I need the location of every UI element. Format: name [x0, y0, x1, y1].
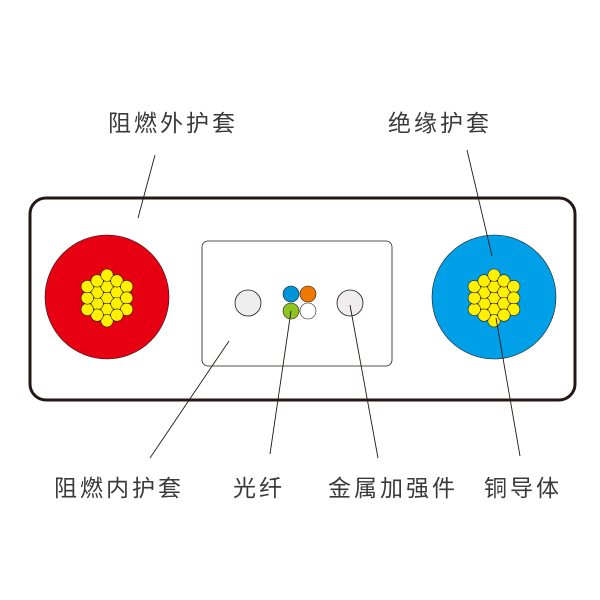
copper-strand	[507, 280, 521, 294]
copper-strand	[487, 268, 501, 282]
copper-strand	[507, 291, 521, 305]
label-optical-fiber: 光纤	[233, 476, 285, 502]
copper-strand	[497, 308, 511, 322]
copper-strand	[120, 291, 134, 305]
copper-strand	[467, 280, 481, 294]
copper-strand	[120, 302, 134, 316]
inner-sheath	[201, 240, 393, 367]
leader-insulation	[466, 149, 493, 257]
copper-strand	[110, 308, 124, 322]
label-strength-member: 金属加强件	[328, 476, 458, 502]
copper-strand	[477, 308, 491, 322]
copper-strand	[100, 314, 114, 328]
label-outer-sheath: 阻燃外护套	[108, 111, 238, 137]
label-insulation: 绝缘护套	[388, 111, 492, 137]
leader-copper-conductor	[495, 317, 521, 457]
strength-member-right	[336, 289, 364, 317]
copper-strand	[80, 291, 94, 305]
right-conductor	[431, 234, 557, 360]
leader-outer-sheath	[137, 154, 156, 219]
copper-strand	[90, 274, 104, 288]
copper-strand	[80, 280, 94, 294]
copper-strand	[90, 308, 104, 322]
fiber-white	[299, 302, 317, 320]
label-copper-conductor: 铜导体	[484, 476, 562, 502]
copper-strand	[507, 302, 521, 316]
fiber-orange	[299, 285, 317, 303]
copper-strand	[100, 268, 114, 282]
copper-strand	[110, 274, 124, 288]
copper-strand	[497, 274, 511, 288]
strength-member-left	[234, 289, 262, 317]
fiber-blue	[282, 285, 300, 303]
left-copper-strands	[80, 268, 134, 328]
copper-strand	[477, 274, 491, 288]
leader-inner-sheath	[149, 340, 230, 459]
label-inner-sheath: 阻燃内护套	[54, 476, 184, 502]
right-copper-strands	[467, 268, 521, 328]
leader-strength-member	[349, 304, 379, 459]
copper-strand	[467, 302, 481, 316]
left-conductor	[44, 234, 170, 360]
copper-strand	[80, 302, 94, 316]
copper-strand	[120, 280, 134, 294]
copper-strand	[467, 291, 481, 305]
leader-optical-fiber	[269, 310, 292, 455]
